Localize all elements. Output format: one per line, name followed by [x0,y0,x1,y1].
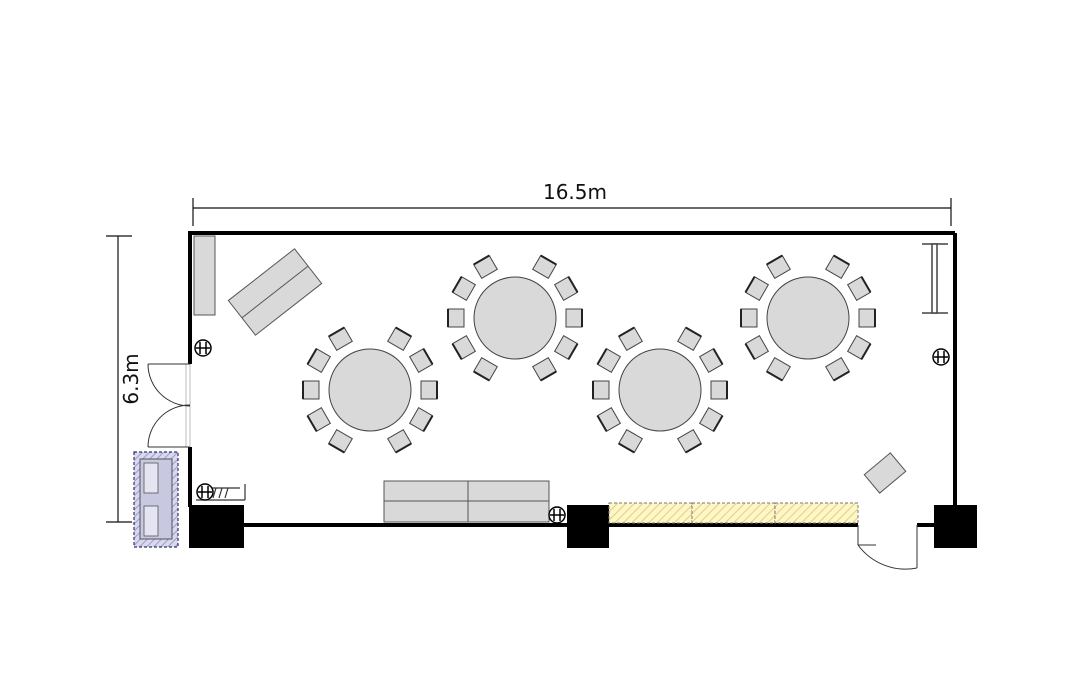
round-tables [302,254,876,454]
round-table [302,326,438,454]
chair [618,326,643,352]
outlets [194,339,950,524]
chair [420,380,438,400]
table-top [766,276,850,360]
width-dimension: 16.5m [192,180,952,226]
chair [710,380,728,400]
chair [766,254,791,280]
outlet-icon [196,483,214,501]
chair [532,356,557,382]
table-top [473,276,557,360]
chair [846,276,872,301]
chair [858,308,876,328]
width-label: 16.5m [543,180,607,204]
height-dimension: 6.3m [106,235,143,523]
outlet-icon [548,506,566,524]
door-bottom-right [857,525,918,570]
side-table-left [193,235,216,316]
pillars [189,505,977,548]
furniture [193,235,907,523]
chair [618,428,643,454]
table-top [618,348,702,432]
round-table [740,254,876,382]
angled-table [227,248,323,336]
chair [596,348,622,373]
chair [473,356,498,382]
buffet-tables [383,480,550,523]
chair [698,407,724,432]
window-counter [608,502,859,524]
chair [825,356,850,382]
door-left [147,363,191,448]
chair [302,380,320,400]
chair [592,380,610,400]
chair [532,254,557,280]
pillar-icon [189,505,244,548]
chair [387,428,412,454]
chair [677,428,702,454]
small-angled-table [863,452,907,494]
chair [328,326,353,352]
chair [846,335,872,360]
chair [766,356,791,382]
chair [451,335,477,360]
round-table [592,326,728,454]
screen-stand [922,243,948,314]
chair [408,348,434,373]
round-table [447,254,583,382]
chair [553,276,579,301]
chair [408,407,434,432]
chair [473,254,498,280]
chair [451,276,477,301]
chair [744,276,770,301]
chair [825,254,850,280]
chair [306,407,332,432]
chair [698,348,724,373]
chair [740,308,758,328]
outlet-icon [194,339,212,357]
chair [565,308,583,328]
chair [596,407,622,432]
height-label: 6.3m [119,353,143,404]
outlet-icon [932,348,950,366]
chair [328,428,353,454]
chair [387,326,412,352]
pillar-icon [567,505,609,548]
chair [447,308,465,328]
chair [744,335,770,360]
table-top [328,348,412,432]
walls [188,231,957,527]
chair [306,348,332,373]
chair [553,335,579,360]
chair [677,326,702,352]
pillar-icon [934,505,977,548]
sink-icon [133,451,179,548]
